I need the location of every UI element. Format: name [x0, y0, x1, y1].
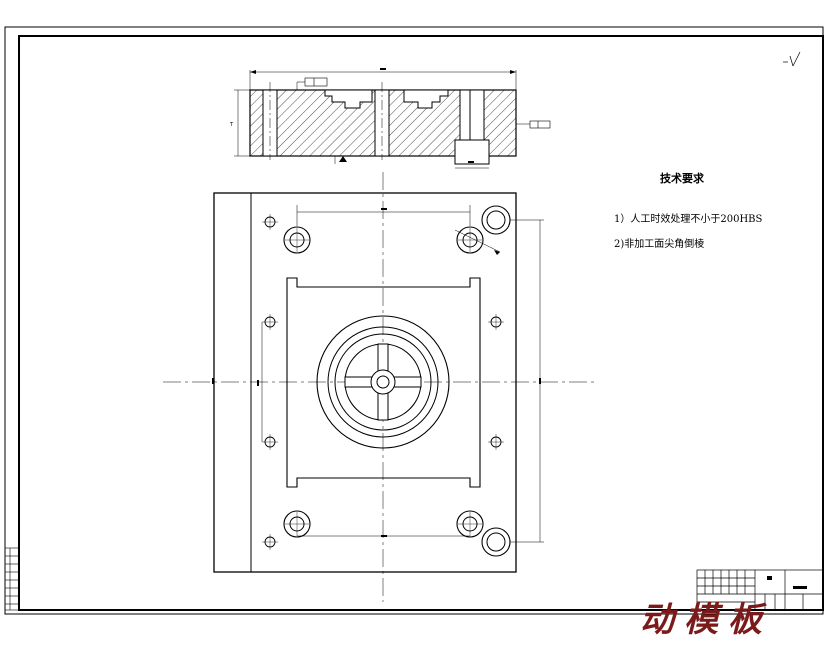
title-block: [696, 569, 824, 611]
tech-requirement-2: 2)非加工面尖角倒棱: [614, 239, 705, 250]
tech-requirements-title: 技术要求: [660, 172, 704, 185]
svg-text:T: T: [229, 122, 234, 128]
tech-requirement-1: 1）人工时效处理不小于200HBS: [614, 214, 763, 225]
inner-border: [18, 35, 824, 611]
title-stamp: 动模板: [640, 600, 772, 640]
left-margin-table: [4, 547, 20, 611]
plan-view: [163, 172, 595, 602]
roughness-symbol: [783, 51, 801, 67]
section-view: T: [229, 68, 551, 169]
